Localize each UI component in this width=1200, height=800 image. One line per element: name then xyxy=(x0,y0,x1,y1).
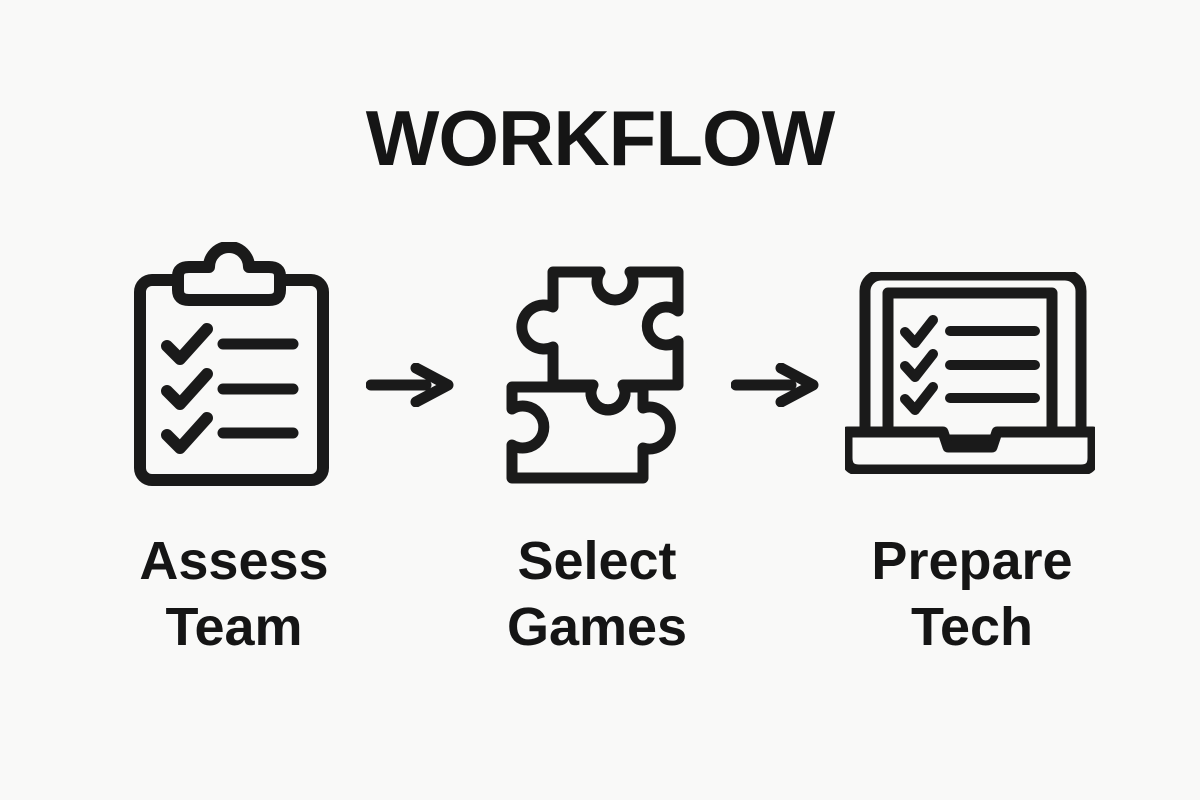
step-label-line: Games xyxy=(506,597,688,657)
step-label-prepare-tech: Prepare Tech xyxy=(812,528,1132,660)
step-label-line: Select xyxy=(517,531,677,591)
arrow-right-icon xyxy=(731,363,819,407)
step-label-line: Team xyxy=(165,597,303,657)
step-label-line: Assess xyxy=(139,531,329,591)
arrow-right-icon xyxy=(366,363,454,407)
laptop-checklist-icon xyxy=(845,272,1095,474)
step-label-assess-team: Assess Team xyxy=(74,528,394,660)
page-title: WORKFLOW xyxy=(365,94,836,182)
step-label-line: Tech xyxy=(910,597,1034,657)
clipboard-checklist-icon xyxy=(133,242,333,492)
step-label-select-games: Select Games xyxy=(437,528,757,660)
step-label-line: Prepare xyxy=(871,531,1073,591)
puzzle-pieces-icon xyxy=(505,258,690,486)
